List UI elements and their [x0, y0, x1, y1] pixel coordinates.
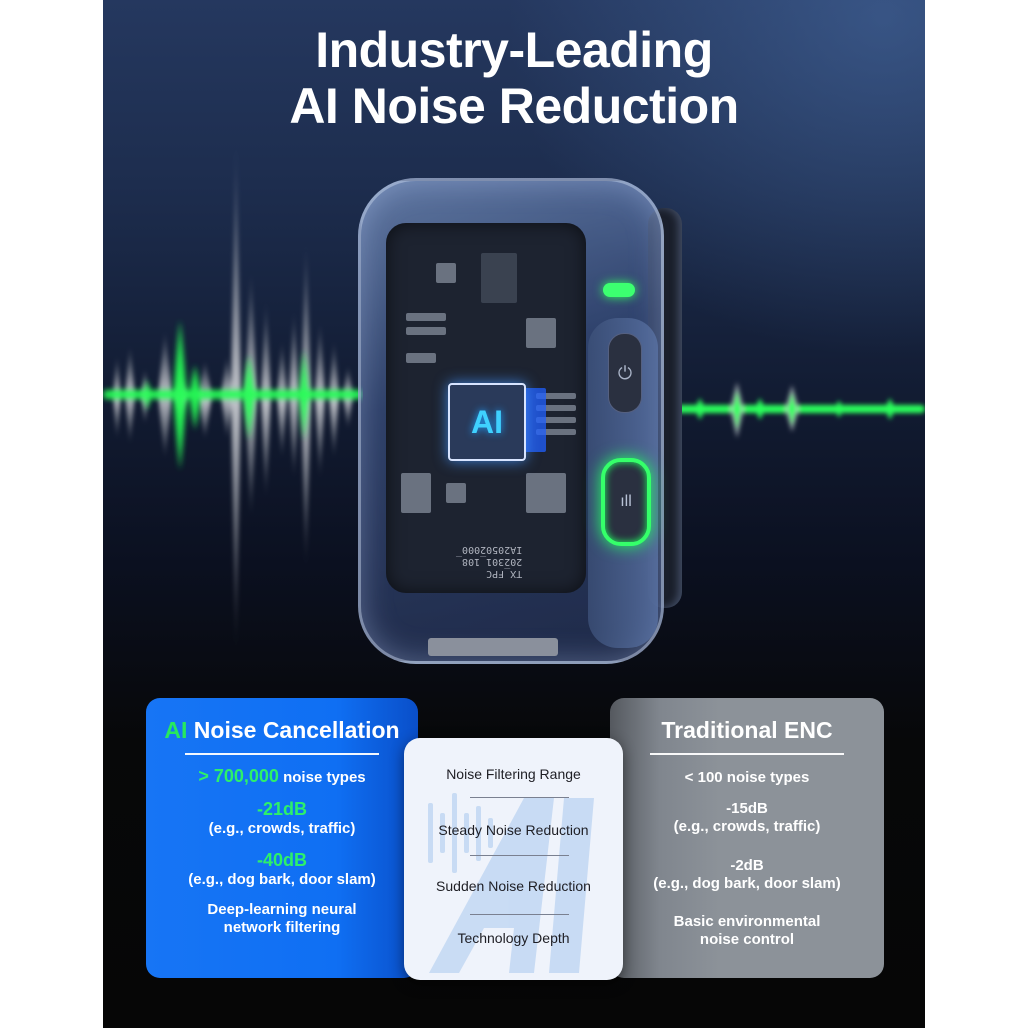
noise-reduction-button[interactable]: ıll: [601, 458, 651, 546]
criteria-steady-noise-reduction: Steady Noise Reduction: [438, 822, 589, 838]
traditional-sudden-reduction: -2dB (e.g., dog bark, door slam): [653, 857, 841, 892]
noisy-waveform-graphic: [103, 140, 363, 680]
headline: Industry-Leading AI Noise Reduction: [103, 22, 925, 134]
ai-steady-reduction: -21dB (e.g., crowds, traffic): [208, 799, 356, 837]
sound-wave-icon: ıll: [620, 493, 632, 510]
divider: [470, 855, 569, 856]
ai-chip: AI: [448, 383, 526, 461]
criteria-sudden-noise-reduction: Sudden Noise Reduction: [436, 878, 591, 894]
clean-waveform-graphic: [675, 360, 925, 460]
status-led: [603, 283, 635, 297]
ai-technology-depth: Deep-learning neural network filtering: [207, 901, 357, 936]
criteria-technology-depth: Technology Depth: [457, 930, 570, 946]
bottom-connector: [428, 638, 558, 656]
divider: [185, 753, 379, 755]
headline-line-2: AI Noise Reduction: [289, 78, 739, 134]
divider: [470, 914, 569, 915]
ai-card-title: AI Noise Cancellation: [164, 717, 400, 743]
power-icon: ⏻: [617, 362, 633, 383]
divider: [470, 797, 569, 798]
power-button[interactable]: ⏻: [608, 333, 642, 413]
traditional-noise-types: < 100 noise types: [684, 769, 810, 786]
wireless-microphone-transmitter: AI TX_FPC 202301_108_ IA20502000 ⏻ ıll: [358, 178, 683, 664]
divider: [650, 753, 844, 755]
comparison-criteria-card: Noise Filtering Range Steady Noise Reduc…: [404, 738, 623, 980]
criteria-noise-filtering-range: Noise Filtering Range: [446, 766, 581, 782]
ai-watermark-icon: [428, 793, 594, 973]
traditional-enc-card: Traditional ENC < 100 noise types -15dB …: [610, 698, 884, 978]
traditional-steady-reduction: -15dB (e.g., crowds, traffic): [673, 800, 821, 835]
ai-chip-label: AI: [471, 403, 503, 440]
circuit-board: AI TX_FPC 202301_108_ IA20502000: [386, 223, 586, 593]
ai-noise-cancellation-card: AI Noise Cancellation > 700,000 noise ty…: [146, 698, 418, 978]
traditional-technology-depth: Basic environmental noise control: [673, 913, 821, 948]
ai-sudden-reduction: -40dB (e.g., dog bark, door slam): [188, 850, 376, 888]
ai-noise-types: > 700,000 noise types: [198, 766, 366, 786]
traditional-card-title: Traditional ENC: [661, 717, 833, 743]
pcb-silkscreen-text: TX_FPC 202301_108_ IA20502000: [456, 544, 523, 579]
headline-line-1: Industry-Leading: [315, 22, 713, 78]
product-banner: Industry-Leading AI Noise Reduction: [103, 0, 925, 1028]
